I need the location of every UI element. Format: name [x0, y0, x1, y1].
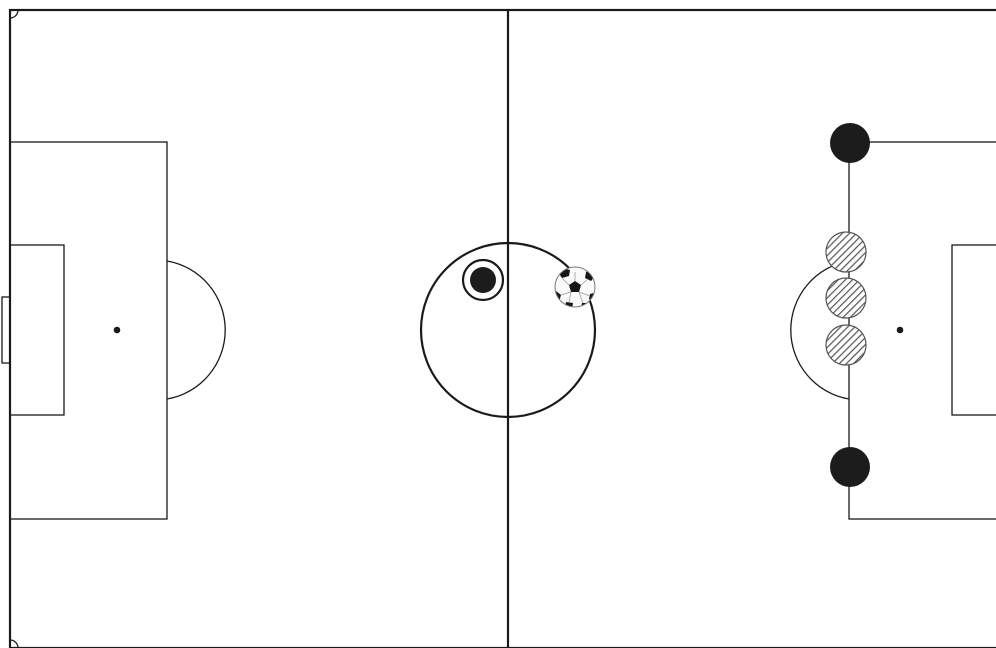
player-center-ringed[interactable] — [463, 260, 503, 300]
player-wall-2[interactable] — [826, 278, 866, 318]
left-goal-area — [10, 245, 64, 415]
left-penalty-arc — [167, 261, 225, 399]
right-penalty-spot — [897, 327, 904, 334]
player-wall-1[interactable] — [826, 232, 866, 272]
player-defender-bottom[interactable] — [830, 447, 870, 487]
corner-arc-bottom-left — [10, 640, 18, 648]
player-defender-top[interactable] — [830, 123, 870, 163]
corner-arc-top-left — [10, 10, 18, 18]
right-goal-area — [952, 245, 996, 415]
player-wall-3[interactable] — [826, 325, 866, 365]
left-penalty-spot — [114, 327, 121, 334]
left-goal — [2, 297, 10, 363]
right-penalty-area — [849, 142, 996, 519]
left-penalty-area — [10, 142, 167, 519]
